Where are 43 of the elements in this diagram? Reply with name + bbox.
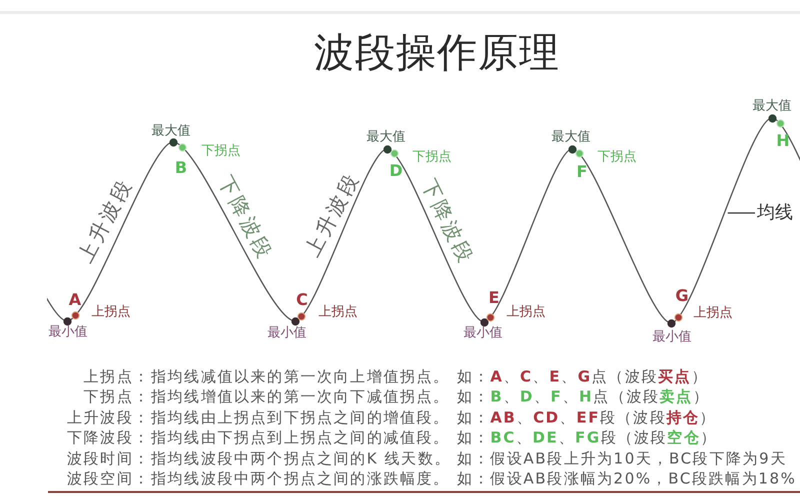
- curve-label: 均线: [757, 204, 793, 222]
- example-text: 如：B、D、F、H点（波段卖点）: [457, 390, 710, 405]
- example-text: 如：A、C、E、G点（波段买点）: [457, 370, 708, 384]
- point-letter: E: [488, 290, 500, 306]
- point-letter: H: [776, 133, 790, 149]
- point-letter: G: [675, 288, 689, 304]
- turning-point-label: 上拐点: [318, 306, 358, 318]
- example-text: 如：AB、CD、EF段（波段持仓）: [457, 410, 716, 426]
- turning-point-label: 下拐点: [598, 150, 636, 164]
- term-text: 上拐点：: [84, 370, 150, 384]
- term-text: 波段时间：: [67, 451, 150, 466]
- turning-point-label: 上拐点: [92, 306, 130, 318]
- turning-point-label: 上拐点: [506, 306, 546, 318]
- definition-text: 指均线增值以来的第一次向下减值拐点。: [151, 390, 450, 405]
- extreme-label: 最大值: [152, 124, 190, 138]
- definition-text: 指均线波段中两个拐点之间的涨跌幅度。: [151, 472, 450, 486]
- term-text: 波段空间：: [67, 472, 150, 486]
- term-text: 下拐点：: [84, 390, 150, 405]
- point-letter: F: [576, 164, 588, 180]
- segment-label: 下降波段: [418, 176, 478, 268]
- point-letter: C: [296, 292, 308, 308]
- extreme-label: 最大值: [366, 130, 406, 144]
- example-text: 如：假设AB段上升为10天，BC段下降为9天: [457, 451, 787, 466]
- extreme-label: 最大值: [552, 130, 590, 144]
- turning-point-label: 下拐点: [202, 144, 240, 158]
- point-letter: B: [174, 160, 188, 176]
- definition-text: 指均线波段中两个拐点之间的K 线天数。: [151, 451, 452, 466]
- term-text: 上升波段：: [67, 410, 150, 426]
- leader-line: [728, 212, 755, 214]
- example-text: 如：BC、DE、FG段（波段空仓）: [457, 430, 717, 446]
- turning-point-label: 下拐点: [412, 150, 452, 164]
- turning-point-label: 上拐点: [694, 306, 732, 320]
- definition-text: 指均线由下拐点到上拐点之间的减值段。: [151, 430, 450, 446]
- segment-label: 上升波段: [302, 168, 362, 260]
- definition-text: 指均线由上拐点到下拐点之间的增值段。: [151, 410, 450, 426]
- definition-text: 指均线减值以来的第一次向上增值拐点。: [151, 370, 450, 384]
- term-text: 下降波段：: [67, 430, 150, 446]
- point-letter: D: [389, 163, 403, 179]
- segment-label: 下降波段: [216, 172, 276, 264]
- point-letter: A: [68, 292, 82, 308]
- example-text: 如：假设AB段涨幅为20%，BC段跌幅为18%: [457, 472, 797, 486]
- title: 波段操作原理: [314, 33, 560, 73]
- segment-label: 上升波段: [74, 174, 136, 266]
